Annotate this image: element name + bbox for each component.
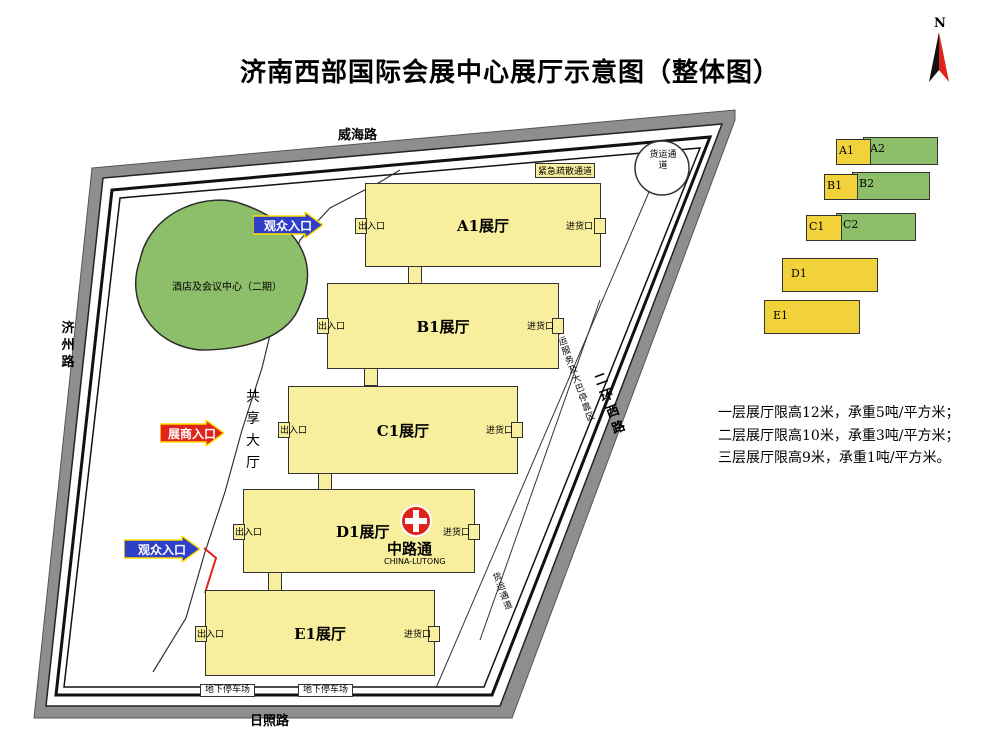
road-bottom: 日照路 — [250, 714, 290, 729]
mini-c1[interactable]: C1 — [806, 215, 842, 241]
hall-a1[interactable]: A1展厅 — [365, 183, 601, 267]
hall-c1-notch-left — [278, 422, 290, 438]
note-line-1: 一层展厅限高12米，承重5吨/平方米； — [718, 405, 960, 421]
mini-b2-label: B2 — [859, 177, 875, 190]
mini-e1[interactable]: E1 — [764, 300, 860, 334]
visitor-entrance-top[interactable]: 观众入口 — [253, 212, 323, 238]
mini-c2-label: C2 — [843, 218, 859, 231]
mini-d1-label: D1 — [791, 267, 807, 280]
logo-name: 中路通 — [387, 540, 433, 558]
north-arrow-icon — [929, 32, 949, 82]
hotel-area — [135, 199, 309, 351]
hall-a1-notch-right — [594, 218, 606, 234]
mini-b2[interactable]: B2 — [852, 172, 930, 200]
hall-e1-notch-left — [195, 626, 207, 642]
hall-b1-cargo: 进货口 — [527, 322, 555, 332]
hall-b1-entry: 出入口 — [318, 322, 346, 332]
connector-b-c — [364, 368, 378, 386]
mini-a1-label: A1 — [839, 144, 854, 157]
hall-c1-name: C1展厅 — [376, 421, 430, 440]
hall-d1-entry: 出入口 — [235, 528, 263, 538]
road-left-text: 济州路 — [61, 321, 75, 370]
mini-d1[interactable]: D1 — [782, 258, 878, 292]
hall-d1-name: D1展厅 — [336, 522, 390, 541]
mini-e1-label: E1 — [773, 309, 789, 322]
mini-map: A2 A1 B2 B1 C2 C1 D1 E1 — [760, 125, 960, 334]
page-title: 济南西部国际会展中心展厅示意图（整体图） — [239, 58, 780, 88]
mini-b1-label: B1 — [827, 179, 843, 192]
hall-c1[interactable]: C1展厅 — [288, 386, 518, 474]
hall-e1-notch-right — [428, 626, 440, 642]
hall-a1-notch-left — [355, 218, 367, 234]
hall-e1-cargo: 进货口 — [404, 630, 432, 640]
parking-1: 地下停车场 — [200, 684, 256, 697]
road-left: 济州路 — [60, 320, 76, 371]
hall-a1-cargo: 进货口 — [566, 222, 594, 232]
mini-a2[interactable]: A2 — [863, 137, 938, 165]
visitor-entrance-bottom-label: 观众入口 — [137, 542, 186, 557]
visitor-entrance-bottom[interactable]: 观众入口 — [124, 536, 200, 562]
arrow-right-icon — [253, 212, 323, 238]
parking-2: 地下停车场 — [298, 684, 354, 697]
arrow-right-icon — [160, 420, 224, 446]
exhibitor-entrance[interactable]: 展商入口 — [160, 420, 224, 446]
hall-d1-notch-right — [468, 524, 480, 540]
shared-hall-label: 共享大厅 — [245, 386, 261, 474]
mini-a2-label: A2 — [870, 142, 885, 155]
hall-a1-entry: 出入口 — [358, 222, 386, 232]
hotel-label: 酒店及会议中心（二期） — [172, 282, 282, 293]
hall-b1[interactable]: B1展厅 — [327, 283, 559, 369]
arrow-right-icon — [124, 536, 200, 562]
hall-d1-notch-left — [233, 524, 245, 540]
hall-b1-name: B1展厅 — [416, 317, 470, 336]
hall-d1-cargo: 进货口 — [443, 528, 471, 538]
note-line-2: 二层展厅限高10米，承重3吨/平方米； — [718, 427, 960, 444]
road-top: 威海路 — [338, 128, 378, 143]
hall-c1-cargo: 进货口 — [486, 426, 514, 436]
connector-d-e — [268, 572, 282, 592]
mini-c2[interactable]: C2 — [836, 213, 916, 241]
logo-icon — [400, 505, 432, 537]
mini-b1[interactable]: B1 — [824, 174, 858, 200]
freight-channel-circle — [634, 140, 690, 196]
hall-e1-entry: 出入口 — [197, 630, 225, 640]
load-notes: 一层展厅限高12米，承重5吨/平方米； 二层展厅限高10米，承重3吨/平方米； … — [718, 402, 959, 470]
connector-c-d — [318, 472, 332, 490]
north-label: N — [934, 16, 946, 31]
hall-d1[interactable]: D1展厅 — [243, 489, 475, 573]
note-line-3: 三层展厅限高9米，承重1吨/平方米。 — [718, 450, 951, 466]
visitor-entrance-top-label: 观众入口 — [263, 218, 312, 233]
logo-sub: CHINA-LUTONG — [384, 557, 446, 566]
hall-a1-name: A1展厅 — [456, 216, 510, 235]
freight-channel-label: 货运通道 — [648, 150, 678, 172]
hall-e1-name: E1展厅 — [294, 624, 346, 643]
shared-hall-text: 共享大厅 — [246, 389, 260, 471]
hall-b1-notch-right — [552, 318, 564, 334]
hall-c1-entry: 出入口 — [280, 426, 308, 436]
mini-a1[interactable]: A1 — [836, 139, 871, 165]
mini-c1-label: C1 — [809, 220, 825, 233]
hall-b1-notch-left — [317, 318, 329, 334]
hall-c1-notch-right — [511, 422, 523, 438]
connector-a-b — [408, 266, 422, 284]
emergency-channel-label: 紧急疏散通道 — [535, 163, 596, 178]
hall-e1[interactable]: E1展厅 — [205, 590, 435, 676]
freight-channel-text: 货运通道 — [649, 150, 677, 171]
exhibitor-entrance-label: 展商入口 — [167, 426, 216, 441]
